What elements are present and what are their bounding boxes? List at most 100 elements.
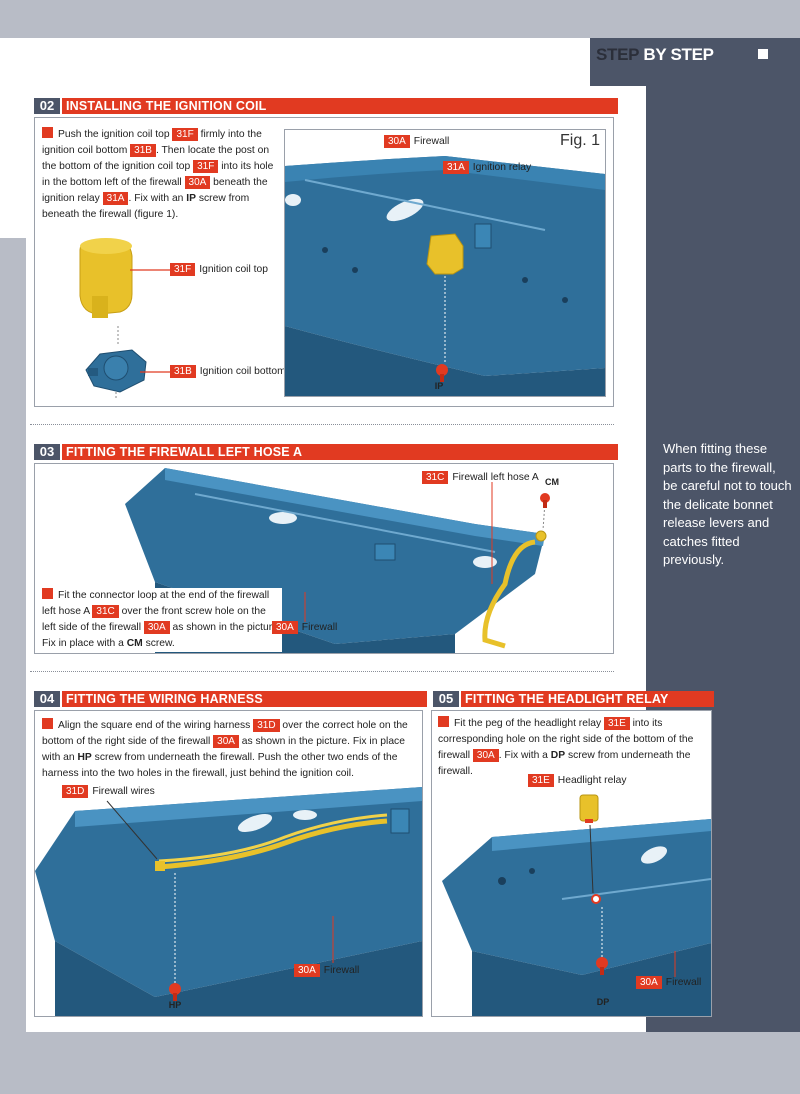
text-run: firmly into the ignition coil bottom [42,129,262,156]
step02-number: 02 [34,98,60,114]
bullet-square-icon [42,127,53,138]
divider-1 [30,424,614,425]
text-run: . Fix with an [128,193,187,204]
step03-firewall-name: Firewall [301,622,338,633]
fig1-firewall-name: Firewall [413,136,450,147]
part-tag: 31D [253,719,280,732]
headlight-relay-tag: 31E [528,774,554,787]
step04-firewall-tag: 30A [294,964,320,977]
fig1-relay-name: Ignition relay [472,162,532,173]
coil-top-name: Ignition coil top [199,264,268,275]
part-tag: 30A [143,621,170,634]
fig1-label: Fig. 1 [560,132,601,149]
text-run: Push the ignition coil top [58,129,173,140]
part-tag: 30A [184,176,211,189]
bullet-square-icon [42,718,53,729]
ip-screw-label: IP [434,381,444,391]
cm-screw-label: CM [545,477,559,487]
bullet-square-icon [42,588,53,599]
coil-bottom-leader [140,371,170,373]
hose-tag: 31C [422,471,449,484]
step04-panel [34,710,423,1017]
step05-firewall-name: Firewall [665,977,702,988]
part-tag: 30A [472,749,499,762]
screw-code: DP [550,750,566,761]
text-run: into its hole in the bottom left of the … [42,161,274,188]
part-tag: 31A [102,192,129,205]
step04-firewall-name: Firewall [323,965,360,976]
step05-text: Fit the peg of the headlight relay 31E i… [438,716,704,780]
step05-title: FITTING THE HEADLIGHT RELAY [461,691,714,707]
fig1-firewall-illustration [285,156,605,396]
page-title-part1: STEP [596,45,639,64]
bottom-band [0,1032,800,1094]
coil-top-illustration [79,238,133,318]
text-run: . Fix with a [498,750,551,761]
text-run: as shown in the picture. Fix in place wi… [42,622,281,649]
step03-text: Fit the connector loop at the end of the… [42,588,282,652]
text-run: screw. [142,638,175,649]
screw-code: IP [186,193,196,204]
screw-code: CM [126,638,143,649]
part-tag: 31F [193,160,219,173]
step02-title: INSTALLING THE IGNITION COIL [62,98,618,114]
coil-top-leader [130,269,170,271]
coil-bottom-illustration [85,349,147,400]
text-run: . Then locate the post on the bottom of … [42,145,270,172]
step03-title: FITTING THE FIREWALL LEFT HOSE A [62,444,618,460]
page-title-part2: BY STEP [643,45,714,64]
fig1-firewall-tag: 30A [384,135,410,148]
bullet-square-icon [438,716,449,727]
step02-text: Push the ignition coil top 31F firmly in… [42,127,274,223]
text-run: screw from underneath the firewall. [438,750,691,777]
header-square-icon [758,49,768,59]
step05-firewall-illustration [442,794,711,1016]
header-dark-block [590,38,800,86]
step05-firewall-tag: 30A [636,976,662,989]
fig1-box [284,129,606,397]
sidebar-note: When fitting these parts to the firewall… [663,441,792,567]
step03-firewall-tag: 30A [272,621,298,634]
step04-firewall-illustration [35,787,422,1016]
wires-tag: 31D [62,785,89,798]
step05-number: 05 [433,691,459,707]
part-tag: 31F [172,128,198,141]
hp-screw-label: HP [168,1000,182,1010]
part-tag: 31B [130,144,156,157]
page-title: STEP BY STEP [596,45,714,65]
text-run: over the correct hole on the bottom of t… [42,720,408,747]
header-white [0,38,590,86]
top-band [0,0,800,38]
left-band [0,238,26,1032]
hose-name: Firewall left hose A [452,472,539,483]
text-run: Fit the peg of the headlight relay [454,718,604,729]
step03-number: 03 [34,444,60,460]
part-tag: 30A [213,735,239,748]
coil-top-tag: 31F [170,263,196,276]
text-run: beneath the ignition relay [42,177,268,204]
text-run: Fit the connector loop at the end of the… [42,590,270,617]
text-run: screw from beneath the firewall (figure … [42,193,250,220]
part-tag: 31E [603,717,630,730]
screw-code: HP [77,752,92,763]
text-run: screw from underneath the firewall. Push… [42,752,398,779]
coil-bottom-tag: 31B [170,365,196,378]
coil-assembly-arrow [117,326,119,344]
coil-bottom-name: Ignition coil bottom [199,366,286,377]
wires-name: Firewall wires [92,786,155,797]
divider-2 [30,671,614,672]
text-run: into its corresponding hole on the right… [438,718,694,761]
part-tag: 31C [92,605,119,618]
dp-screw-label: DP [596,997,610,1007]
text-run: Align the square end of the wiring harne… [58,720,254,731]
